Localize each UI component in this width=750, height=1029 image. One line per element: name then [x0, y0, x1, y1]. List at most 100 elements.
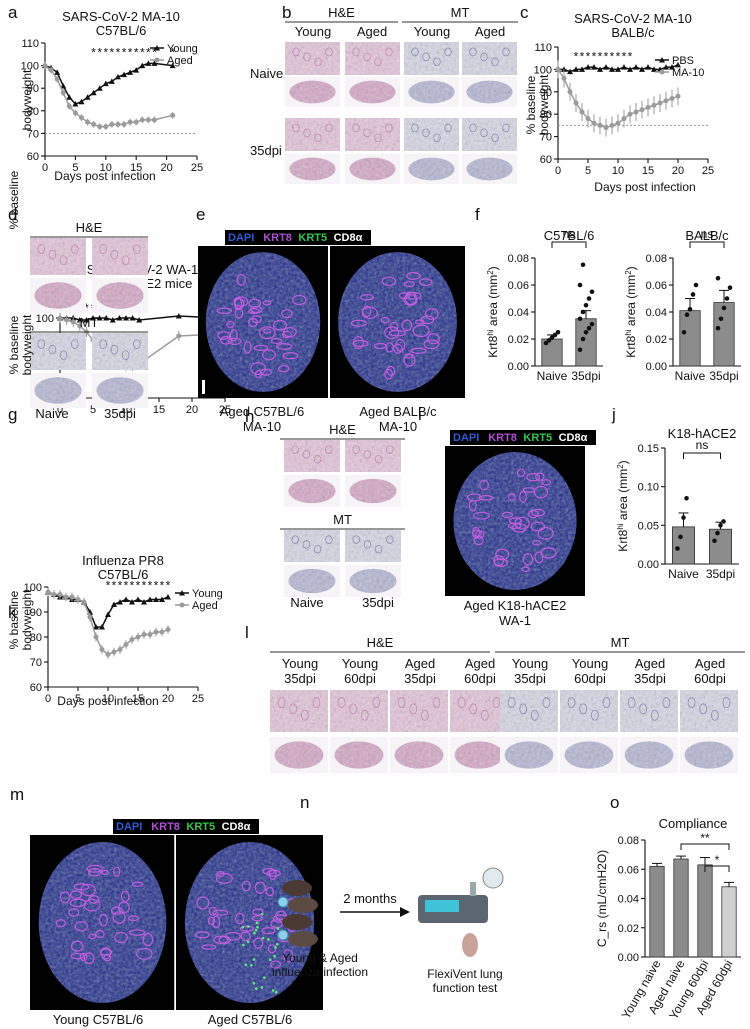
l-col-label-1: Young	[342, 656, 378, 671]
l-tissue	[390, 690, 448, 732]
airway-outline	[386, 445, 394, 454]
h-lobe	[345, 565, 401, 597]
krt8-structure	[270, 338, 283, 345]
tissue-dapi-texture	[205, 252, 321, 392]
chart-title: BALB/c	[685, 228, 729, 243]
e-right-caption-2: MA-10	[379, 419, 417, 434]
data-point	[663, 64, 669, 70]
y-tick-label: 0.00	[646, 361, 667, 373]
krt8-structure	[128, 929, 146, 936]
airway-outline	[480, 709, 489, 721]
chart-title: SARS-CoV-2 MA-10	[62, 9, 180, 24]
data-point	[657, 100, 663, 106]
panel-letter-n: n	[300, 793, 309, 812]
x-tick-label: 0	[555, 165, 561, 177]
h-header-he: H&E	[329, 422, 356, 437]
krt8-structure	[136, 947, 153, 960]
x-tick-label: Naive	[668, 567, 699, 581]
data-point	[176, 333, 182, 339]
y-axis-label: Krt8hi area (mm2)	[616, 460, 630, 551]
krt8-structure	[352, 339, 369, 347]
lung-lobe-texture	[466, 157, 513, 181]
stain-label: KRT5	[186, 821, 215, 833]
data-point	[136, 317, 143, 323]
airway-outline	[409, 703, 418, 715]
krt8-structure	[212, 909, 229, 916]
l-col-label-2: 60dpi	[344, 671, 376, 686]
data-point	[721, 305, 727, 311]
y-tick-label: 100	[24, 582, 42, 594]
h-lobe	[345, 475, 401, 507]
e-image-c57	[198, 246, 328, 398]
y-tick-label: 0.02	[618, 923, 639, 935]
y-tick-label: 100	[534, 64, 552, 76]
b-tissue-naive	[345, 42, 400, 75]
lung-lobe-texture	[289, 80, 336, 104]
airway-outline	[374, 133, 382, 143]
h-tissue	[284, 440, 340, 472]
airway-outline	[627, 697, 636, 709]
lung-lobe-texture	[96, 282, 144, 309]
panel-letter-g: g	[8, 405, 17, 424]
d-tissue	[92, 333, 148, 370]
k-ylabel-2: bodyweight	[20, 589, 34, 650]
data-point	[621, 64, 627, 70]
krt8-structure	[227, 337, 242, 346]
panel-letter-o: o	[610, 793, 619, 812]
b-lobe-naive	[345, 77, 400, 107]
data-point	[123, 642, 129, 647]
krt5-signal	[254, 928, 258, 932]
krt8-structure	[128, 915, 140, 922]
d-label-35dpi: 35dpi	[104, 406, 136, 421]
mouse-icons	[277, 880, 318, 947]
chart-title: C57BL/6	[98, 567, 149, 582]
data-point	[165, 594, 171, 600]
krt5-signal	[276, 927, 280, 930]
data-point	[589, 289, 595, 295]
krt8-structure	[251, 315, 262, 324]
significance-star: *	[124, 579, 129, 593]
airway-outline	[360, 709, 369, 721]
data-point	[42, 63, 48, 69]
airway-outline	[639, 703, 648, 715]
airway-outline	[374, 544, 383, 554]
significance-star: *	[146, 46, 151, 60]
airway-outline	[722, 697, 731, 709]
significance-star: *	[622, 49, 627, 63]
panel-letter-b: b	[282, 3, 291, 22]
airway-outline	[133, 244, 141, 254]
krt5-signal	[253, 931, 256, 935]
b-row-35dpi: 35dpi	[250, 143, 282, 158]
b-row-naive: Naive	[250, 66, 283, 81]
data-point	[591, 120, 597, 126]
c-ylabel-1: % baseline	[524, 75, 538, 134]
tissue-texture	[404, 118, 459, 151]
b-lobe-naive	[462, 77, 517, 107]
virus-icon	[277, 896, 289, 908]
airway-outline	[602, 697, 611, 709]
comparison-label: *	[715, 853, 720, 867]
airway-outline	[411, 47, 419, 57]
data-point	[579, 109, 585, 115]
x-tick-label: 20	[186, 404, 198, 416]
b-tissue-35dpi	[345, 118, 400, 151]
x-tick-label: 15	[153, 404, 165, 416]
krt8-structure	[534, 551, 544, 564]
krt8-structure	[424, 308, 439, 320]
krt5-signal	[246, 940, 250, 944]
data-point	[585, 64, 591, 70]
data-point	[76, 317, 83, 323]
krt8-structure	[535, 472, 545, 481]
krt8-structure	[272, 319, 288, 331]
lung-lobe-texture	[504, 741, 554, 769]
airway-outline	[352, 123, 360, 133]
significance-star: *	[130, 579, 135, 593]
data-point	[715, 530, 720, 536]
data-point	[633, 109, 639, 115]
y-tick-label: 70	[30, 657, 42, 669]
data-point	[165, 627, 171, 632]
krt8-structure	[471, 529, 482, 537]
airway-outline	[662, 697, 671, 709]
